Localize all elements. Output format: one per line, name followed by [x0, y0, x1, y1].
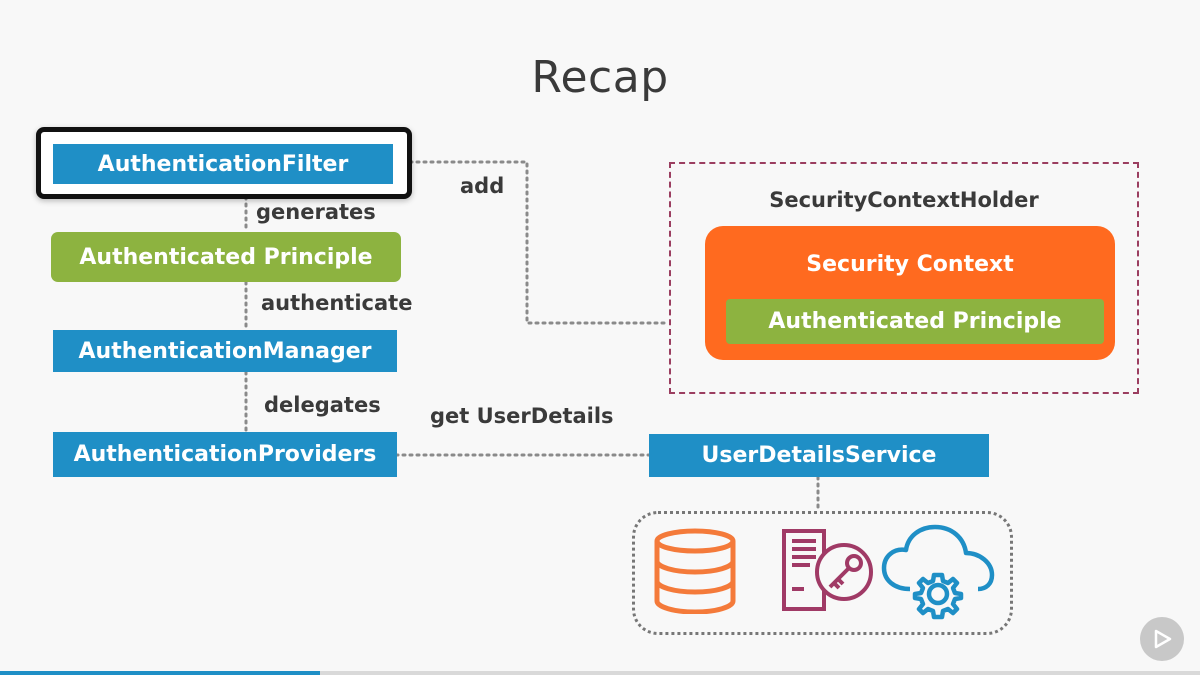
database-icon	[654, 528, 736, 614]
authentication-filter-box: AuthenticationFilter	[53, 144, 393, 184]
authenticated-principle-box: Authenticated Principle	[51, 232, 401, 282]
user-details-service-box: UserDetailsService	[649, 434, 989, 477]
security-context-label: Security Context	[806, 252, 1014, 277]
security-context-holder-frame	[669, 162, 1139, 394]
edge-label-add: add	[460, 174, 505, 198]
authentication-manager-box: AuthenticationManager	[53, 330, 397, 372]
key-server-icon	[782, 529, 873, 611]
progress-bar-fill	[0, 671, 320, 675]
play-button[interactable]	[1140, 617, 1184, 661]
play-icon	[1154, 629, 1172, 649]
cloud-gear-icon	[881, 524, 995, 620]
edge-label-authenticate: authenticate	[261, 291, 413, 315]
authentication-providers-box: AuthenticationProviders	[53, 432, 397, 477]
storage-group	[632, 511, 1013, 635]
security-context-holder-label: SecurityContextHolder	[769, 188, 1039, 212]
progress-bar	[0, 671, 1200, 675]
connector-add	[394, 160, 669, 325]
edge-label-delegates: delegates	[264, 393, 381, 417]
context-authenticated-principle-box: Authenticated Principle	[726, 299, 1104, 344]
edge-label-get-user-details: get UserDetails	[430, 404, 614, 428]
page-title: Recap	[531, 52, 669, 103]
edge-label-generates: generates	[256, 200, 376, 224]
